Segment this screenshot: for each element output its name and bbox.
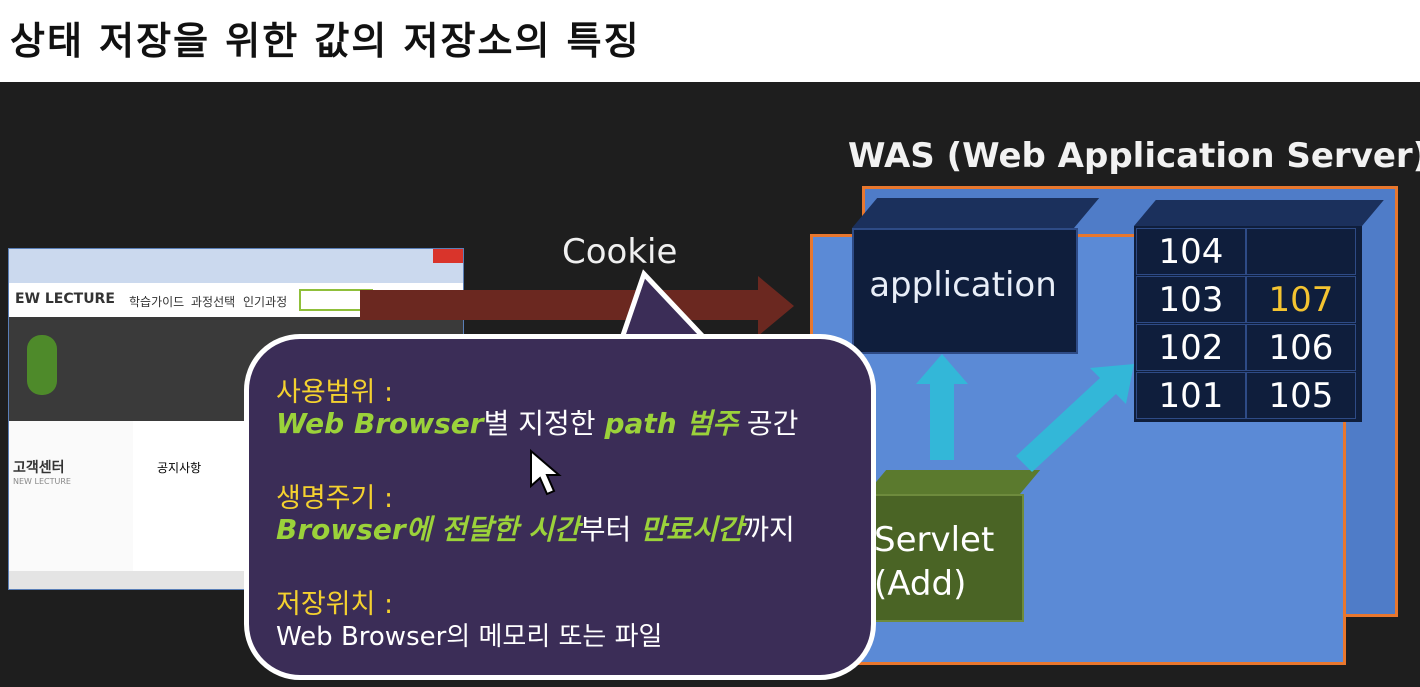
lifecycle-text: Browser에 전달한 시간부터 만료시간까지 bbox=[276, 508, 795, 548]
slide-title: 상태 저장을 위한 값의 저장소의 특징 bbox=[10, 19, 641, 63]
application-cube bbox=[852, 228, 1078, 354]
scope-end: 공간 bbox=[737, 407, 799, 440]
header-bar: 상태 저장을 위한 값의 저장소의 특징 bbox=[0, 0, 1420, 82]
up-arrow-icon bbox=[916, 354, 968, 460]
notice-title: 공지사항 bbox=[157, 461, 202, 475]
site-nav-item: 과정선택 bbox=[191, 295, 236, 309]
cookie-arrow bbox=[360, 290, 760, 320]
location-label: 저장위치 : bbox=[276, 589, 394, 620]
browser-titlebar bbox=[9, 249, 463, 283]
grid-cell: 103 bbox=[1136, 276, 1246, 323]
lifecycle-middle: 부터 bbox=[579, 513, 641, 546]
scope-label: 사용범위 : bbox=[276, 377, 394, 408]
site-nav-item: 학습가이드 bbox=[129, 295, 185, 309]
diagonal-arrow-icon bbox=[1016, 364, 1134, 472]
grid-cell: 102 bbox=[1136, 324, 1246, 371]
grid-cell: 106 bbox=[1246, 324, 1356, 371]
site-sidebar: 고객센터 NEW LECTURE bbox=[9, 421, 133, 571]
cookie-label: Cookie bbox=[562, 232, 678, 272]
servlet-label-line1: Servlet bbox=[874, 520, 995, 560]
cookie-callout bbox=[244, 334, 876, 680]
was-title: WAS (Web Application Server) bbox=[848, 136, 1420, 176]
close-icon bbox=[433, 249, 463, 263]
application-cube-top bbox=[852, 198, 1100, 228]
cookie-arrowhead-icon bbox=[758, 276, 794, 336]
lifecycle-label: 생명주기 : bbox=[276, 483, 394, 514]
grid-cell bbox=[1246, 228, 1356, 275]
location-text: Web Browser의 메모리 또는 파일 bbox=[276, 622, 663, 652]
mouse-cursor-icon bbox=[530, 448, 562, 496]
lifecycle-highlight-2: 만료시간 bbox=[640, 513, 744, 546]
grid-cell: 101 bbox=[1136, 372, 1246, 419]
scope-highlight-1: Web Browser bbox=[276, 407, 484, 440]
grid-cell-highlight: 107 bbox=[1246, 276, 1356, 323]
grid-cell: 104 bbox=[1136, 228, 1246, 275]
lifecycle-end: 까지 bbox=[743, 513, 795, 546]
application-label: application bbox=[869, 265, 1057, 305]
plant-image bbox=[27, 335, 57, 395]
scope-middle: 별 지정한 bbox=[483, 407, 605, 440]
scope-text: Web Browser별 지정한 path 범주 공간 bbox=[276, 402, 798, 442]
servlet-label: Servlet (Add) bbox=[874, 518, 994, 606]
storage-grid-top bbox=[1134, 200, 1384, 226]
site-logo: EW LECTURE bbox=[15, 291, 115, 307]
grid-cell: 105 bbox=[1246, 372, 1356, 419]
sidebar-subtitle: NEW LECTURE bbox=[13, 477, 71, 486]
site-nav-item: 인기과정 bbox=[243, 295, 288, 309]
sidebar-title: 고객센터 bbox=[13, 460, 65, 476]
lifecycle-highlight-1: Browser에 전달한 시간 bbox=[276, 513, 580, 546]
servlet-label-line2: (Add) bbox=[874, 564, 967, 604]
scope-highlight-2: path 범주 bbox=[604, 407, 738, 440]
